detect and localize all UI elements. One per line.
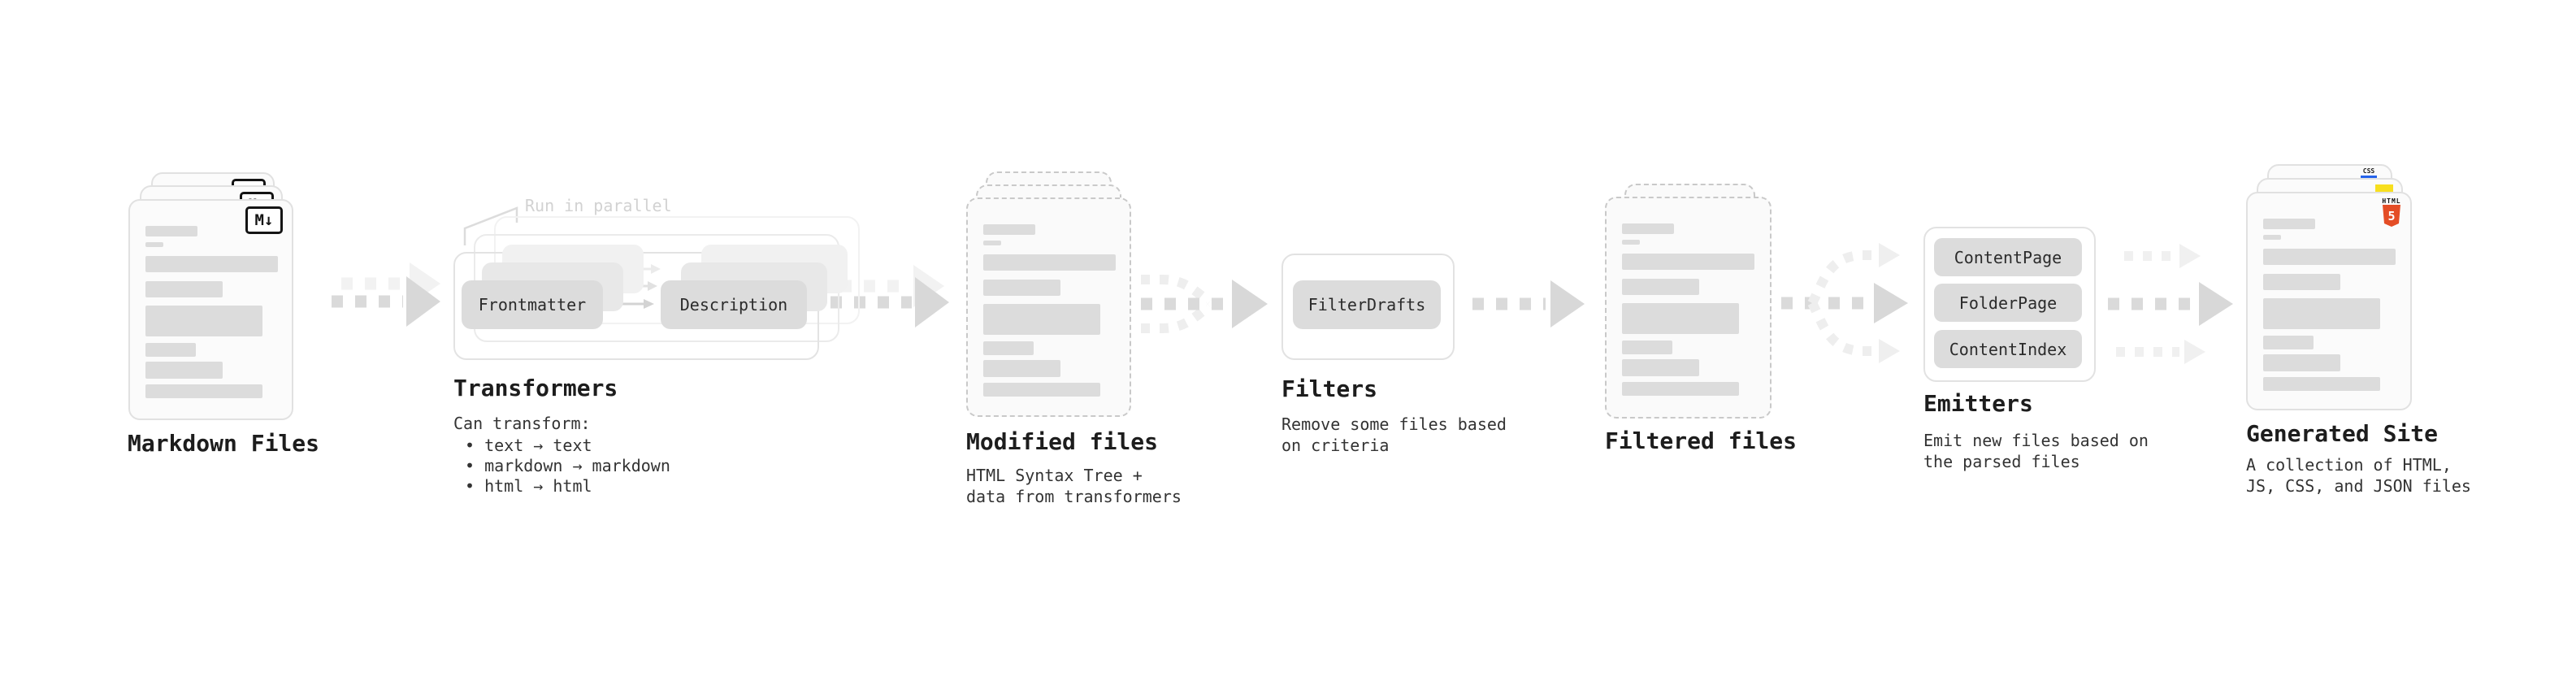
transformer-pill-frontmatter: Frontmatter bbox=[462, 280, 603, 329]
emitter-pill-folderpage: FolderPage bbox=[1934, 284, 2082, 322]
content-bar bbox=[145, 242, 163, 247]
stage-title-markdown-files: Markdown Files bbox=[128, 430, 320, 457]
svg-text:5: 5 bbox=[2387, 209, 2395, 223]
markdown-icon: M↓ bbox=[245, 206, 283, 234]
modified-files-subtitle: HTML Syntax Tree + data from transformer… bbox=[966, 466, 1182, 506]
content-bar bbox=[1622, 240, 1640, 245]
fan-out-arrow-filtered-to-emitters bbox=[1781, 243, 1908, 363]
content-bar bbox=[983, 383, 1100, 397]
fan-in-arrow-modified-to-filters bbox=[1141, 275, 1268, 333]
content-bar bbox=[1622, 254, 1754, 270]
stage-title-modified-files: Modified files bbox=[966, 428, 1159, 455]
emitter-pill-contentindex: ContentIndex bbox=[1934, 330, 2082, 368]
emitter-pill-contentpage: ContentPage bbox=[1934, 238, 2082, 276]
filtered-file-card bbox=[1605, 197, 1772, 419]
content-bar bbox=[145, 343, 196, 357]
content-bar bbox=[1622, 279, 1699, 295]
annotation-leader-line bbox=[463, 206, 518, 245]
bullet-item: • markdown → markdown bbox=[465, 456, 670, 475]
content-bar bbox=[1622, 382, 1739, 396]
stage-title-transformers: Transformers bbox=[453, 375, 618, 401]
content-bar bbox=[2263, 354, 2340, 371]
emitters-frame bbox=[1923, 227, 2096, 382]
stage-title-generated-site: Generated Site bbox=[2246, 420, 2439, 447]
arrow-transformers-to-modified bbox=[830, 277, 949, 327]
content-bar bbox=[1622, 340, 1672, 354]
content-bar bbox=[983, 341, 1034, 355]
content-bar bbox=[145, 281, 223, 297]
content-bar bbox=[2263, 298, 2380, 329]
content-bar bbox=[145, 384, 262, 398]
content-bar bbox=[983, 360, 1060, 377]
content-bar bbox=[145, 362, 223, 379]
filters-subtitle: Remove some files based on criteria bbox=[1281, 414, 1507, 455]
content-bar bbox=[2263, 336, 2314, 349]
arrow-filters-to-filtered bbox=[1472, 280, 1585, 327]
content-bar bbox=[983, 280, 1060, 296]
run-in-parallel-annotation: Run in parallel bbox=[525, 196, 672, 215]
modified-file-card bbox=[966, 197, 1131, 417]
css-badge-icon: CSS bbox=[2360, 168, 2378, 179]
generated-site-subtitle: A collection of HTML, JS, CSS, and JSON … bbox=[2246, 455, 2471, 496]
content-bar bbox=[983, 224, 1035, 235]
arrow-markdown-to-transformers bbox=[332, 276, 440, 327]
content-bar bbox=[2263, 274, 2340, 290]
transformer-pill-description: Description bbox=[661, 280, 807, 329]
content-bar bbox=[983, 304, 1100, 335]
stage-title-emitters: Emitters bbox=[1923, 390, 2033, 417]
html5-icon: HTML 5 bbox=[2381, 197, 2402, 230]
content-bar bbox=[1622, 223, 1674, 234]
content-bar bbox=[1622, 359, 1699, 376]
stage-title-filters: Filters bbox=[1281, 375, 1378, 402]
markdown-file-card: M↓ bbox=[128, 199, 293, 420]
content-bar bbox=[145, 306, 262, 336]
content-bar bbox=[145, 256, 278, 272]
content-bar bbox=[2263, 219, 2315, 229]
filter-pill-filterdrafts: FilterDrafts bbox=[1293, 280, 1441, 329]
transformers-bullet-list: • text → text • markdown → markdown • ht… bbox=[453, 436, 670, 497]
content-bar bbox=[1622, 303, 1739, 334]
content-bar bbox=[145, 226, 197, 236]
stage-title-filtered-files: Filtered files bbox=[1605, 427, 1798, 454]
content-bar bbox=[983, 241, 1001, 245]
bullet-item: • html → html bbox=[465, 476, 592, 496]
content-bar bbox=[2263, 377, 2380, 391]
bullet-item: • text → text bbox=[465, 436, 592, 455]
transformers-note-heading: Can transform: bbox=[453, 414, 591, 433]
generated-file-card: HTML 5 bbox=[2246, 192, 2412, 410]
arrows-emitters-to-generated bbox=[2108, 244, 2233, 364]
content-bar bbox=[983, 254, 1116, 271]
content-bar bbox=[2263, 249, 2396, 265]
emitters-subtitle: Emit new files based on the parsed files bbox=[1923, 431, 2149, 471]
content-bar bbox=[2263, 235, 2281, 240]
filters-frame bbox=[1281, 254, 1455, 360]
